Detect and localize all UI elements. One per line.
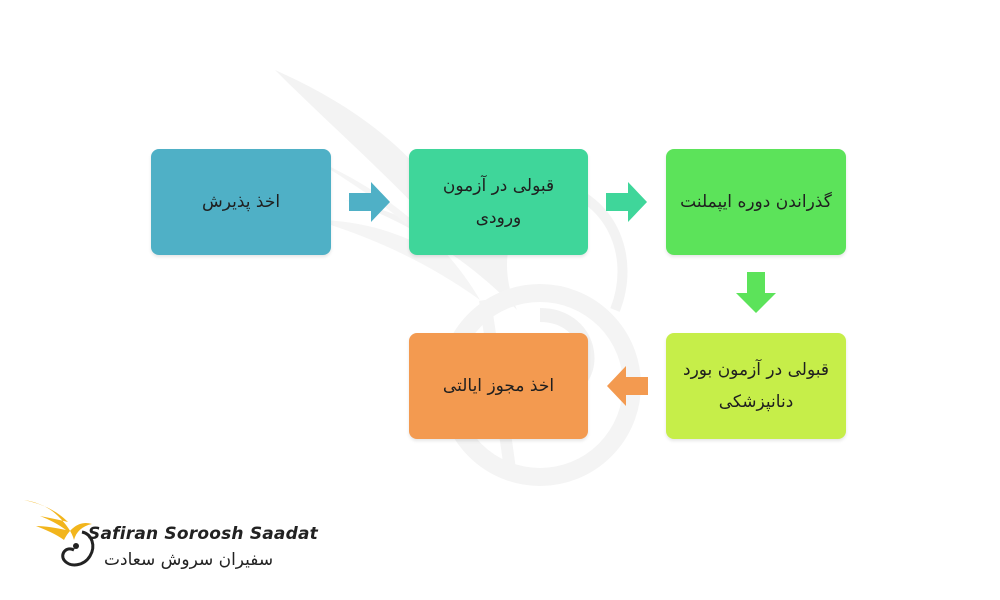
step-implant-course-label: گذراندن دوره ایپملنت xyxy=(680,192,832,212)
step-admission-label: اخذ پذیرش xyxy=(201,192,281,212)
step-implant-course: گذراندن دوره ایپملنت xyxy=(666,149,846,255)
arrow-entrance-exam-to-implant-course xyxy=(606,182,647,222)
arrow-board-exam-to-state-license xyxy=(607,366,648,406)
step-entrance-exam: قبولی در آزمون ورودی xyxy=(409,149,588,255)
company-logo: Safiran Soroosh Saadat سفیران سروش سعادت xyxy=(20,494,318,584)
wing-logo-icon xyxy=(24,500,95,567)
arrow-admission-to-entrance-exam xyxy=(349,182,390,222)
logo-name-en: Safiran Soroosh Saadat xyxy=(88,524,318,544)
logo-name-fa: سفیران سروش سعادت xyxy=(104,550,274,570)
step-entrance-exam-label: قبولی در آزمون ورودی xyxy=(442,176,555,228)
step-board-exam: قبولی در آزمون بورد دنانپزشکی xyxy=(666,333,846,439)
arrow-implant-course-to-board-exam xyxy=(736,272,776,313)
step-state-license: اخذ مجوز ایالتی xyxy=(409,333,588,439)
step-board-exam-label: قبولی در آزمون بورد دنانپزشکی xyxy=(683,360,829,412)
step-admission: اخذ پذیرش xyxy=(151,149,331,255)
step-state-license-label: اخذ مجوز ایالتی xyxy=(442,376,555,396)
